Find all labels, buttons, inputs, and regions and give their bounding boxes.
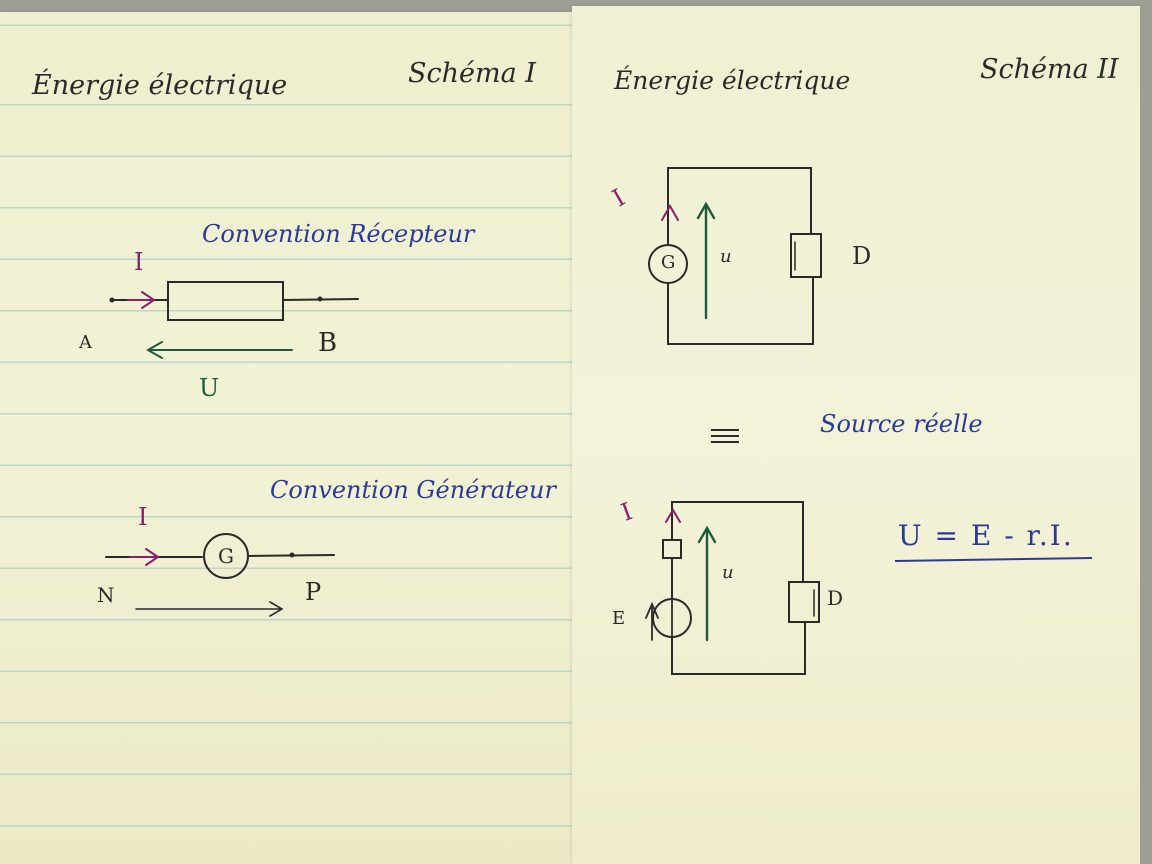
receiver-diagram <box>109 281 359 359</box>
generator-convention-title: Convention Générateur <box>270 476 556 504</box>
node-a-label: A <box>79 332 92 353</box>
circuit-two <box>645 501 820 675</box>
equivalence-lines <box>711 429 739 443</box>
node-n-label: N <box>97 583 115 607</box>
circuit-two-dipole-label: D <box>827 586 844 610</box>
receiver-convention-title: Convention Récepteur <box>202 220 475 248</box>
node-b-label: B <box>318 328 338 358</box>
circuit-one <box>648 167 822 345</box>
generator-symbol: G <box>218 544 234 568</box>
circuit-two-voltage-label: u <box>722 562 734 583</box>
receiver-current-label: I <box>134 248 144 276</box>
right-header-title: Énergie électrique <box>614 66 851 95</box>
source-formula: U = E - r.I. <box>898 519 1074 552</box>
circuit-two-emf-label: E <box>612 608 626 629</box>
right-schema-label: Schéma II <box>980 54 1119 85</box>
circuit-one-voltage-label: u <box>720 246 732 267</box>
receiver-voltage-label: U <box>199 374 220 402</box>
left-notebook-page <box>0 12 578 864</box>
left-header-title: Énergie électrique <box>32 70 288 101</box>
real-source-label: Source réelle <box>820 410 983 438</box>
generator-current-label: I <box>138 503 148 531</box>
right-notebook-page <box>572 6 1140 864</box>
formula-underline <box>894 557 1093 562</box>
circuit-one-dipole-label: D <box>852 242 872 270</box>
circuit-one-generator-symbol: G <box>661 252 676 273</box>
node-p-label: P <box>305 578 322 606</box>
left-schema-label: Schéma I <box>408 58 536 89</box>
generator-diagram <box>105 533 335 617</box>
